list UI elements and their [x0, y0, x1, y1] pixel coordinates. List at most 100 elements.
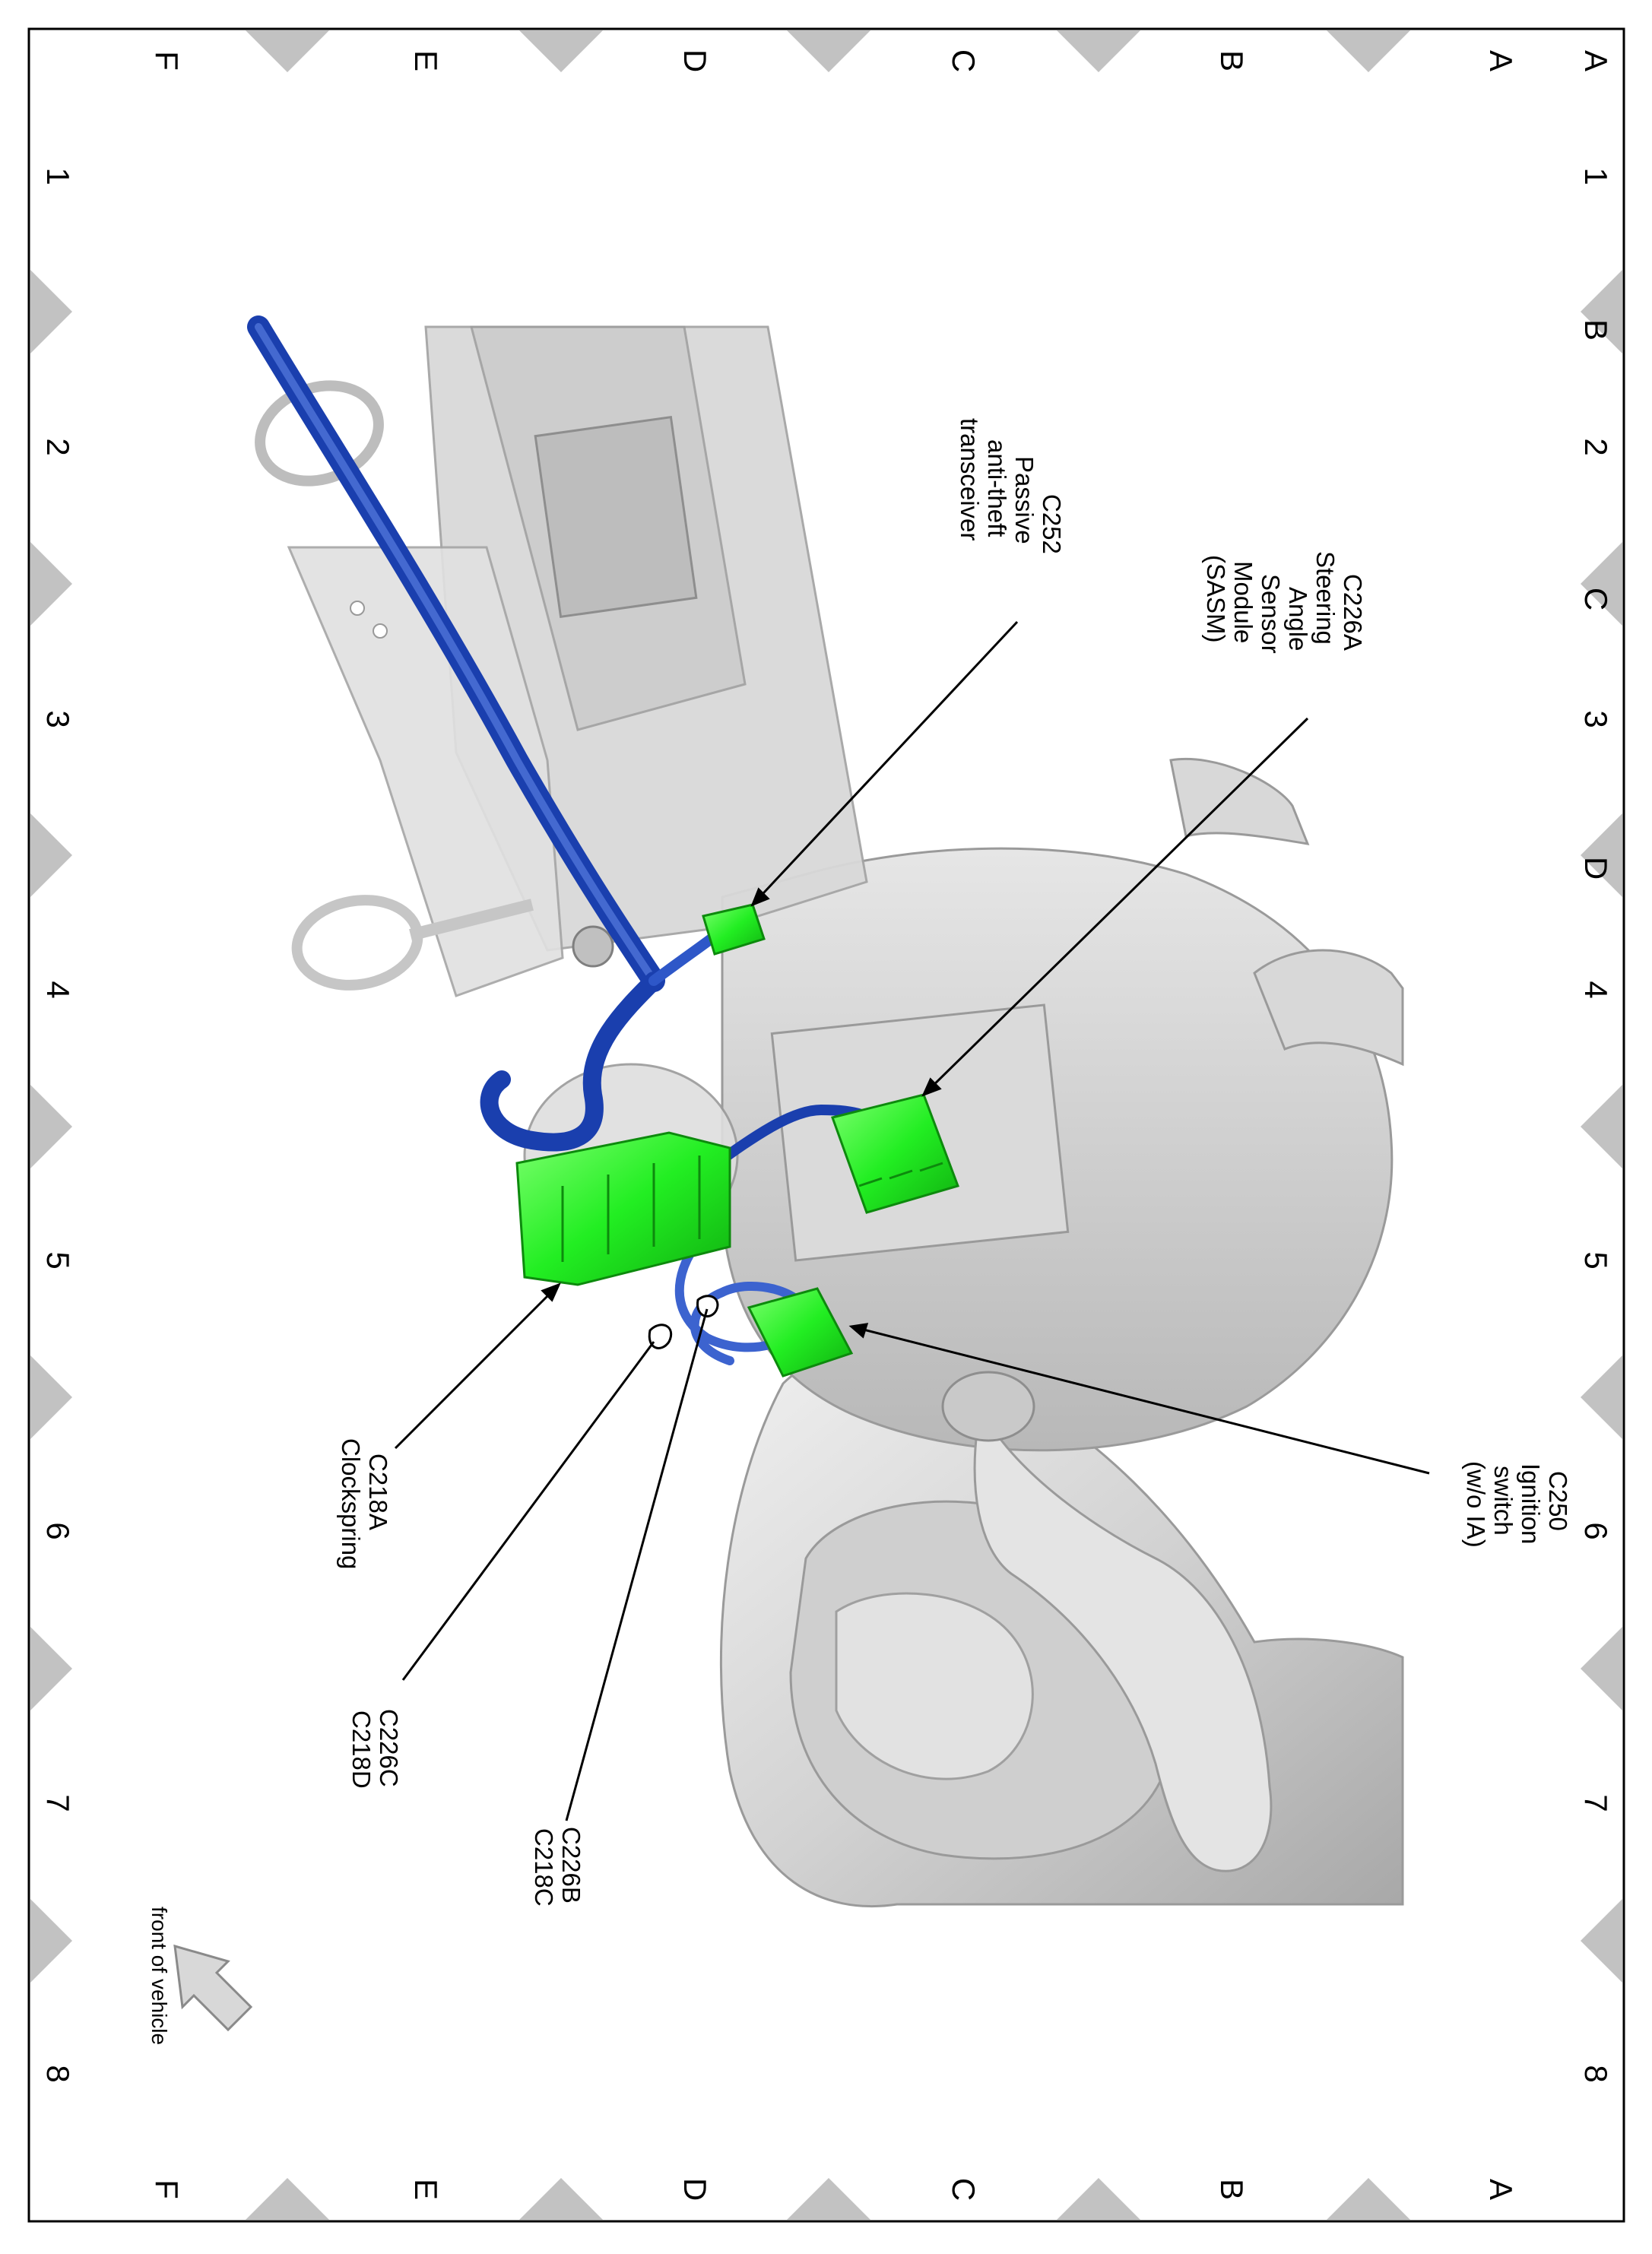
bracket-hole [350, 601, 365, 616]
callout-c250: C250 Ignition switch (w/o IA) [1462, 1461, 1572, 1548]
callout-c252-line-3: anti-theft [983, 439, 1011, 537]
border-triangle-left [30, 1085, 72, 1168]
callout-c250-line-3: switch [1489, 1466, 1517, 1536]
col-label-left-2: 2 [40, 438, 76, 455]
connector-c252 [702, 903, 766, 956]
connector-c226a [831, 1093, 959, 1214]
row-label-bottom-d: D [677, 2178, 713, 2201]
callout-c250-line-2: Ignition [1517, 1463, 1545, 1544]
callout-c226a-line-2: Steering [1311, 551, 1340, 645]
leader-lines [394, 620, 1430, 1821]
border-triangle-bottom [246, 2178, 329, 2220]
border-triangle-right [1581, 1627, 1622, 1710]
ignition-lock-cylinder [941, 1371, 1035, 1442]
col-label-left-3: 3 [40, 710, 76, 728]
row-label-top-e: E [408, 50, 444, 71]
row-label-top-a: A [1483, 50, 1519, 71]
callout-c252-line-2: Passive [1010, 456, 1038, 544]
callout-c226a-line-6: (SASM) [1202, 555, 1230, 643]
border-triangle-right [1581, 542, 1622, 626]
border-triangle-top [1327, 30, 1410, 72]
border-triangle-left [30, 1627, 72, 1710]
border-triangle-left [30, 813, 72, 897]
row-label-bottom-c: C [946, 2178, 981, 2201]
connectors [515, 903, 959, 1377]
arrowhead-c250 [848, 1323, 869, 1339]
connector-c226a-ribs [858, 1162, 943, 1187]
col-label-right-6: 6 [1578, 1522, 1614, 1539]
row-label-bottom-b: B [1214, 2179, 1250, 2200]
row-label-top-c: C [946, 49, 981, 72]
callout-c226a-line-4: Sensor [1257, 574, 1285, 654]
callout-c226b-line-2: C218C [530, 1828, 558, 1907]
col-label-left-1: 1 [40, 167, 76, 185]
column-bracket [287, 546, 564, 997]
border-triangle-left [30, 1899, 72, 1983]
border-triangle-bottom [1057, 2178, 1140, 2220]
border-triangle-right [1581, 1355, 1622, 1439]
col-label-right-3: 3 [1578, 710, 1614, 728]
leader-c226b-c218c [565, 1308, 709, 1821]
callout-c218a-line-2: Clockspring [337, 1438, 365, 1569]
arrowhead-c252 [750, 887, 770, 907]
column-mounting-plate [534, 415, 698, 619]
row-label-bottom-e: E [408, 2179, 444, 2200]
callout-c252-line-4: transceiver [956, 418, 984, 541]
arrowhead-c218a [541, 1282, 561, 1302]
border-triangle-bottom [787, 2178, 870, 2220]
col-label-left-6: 6 [40, 1522, 76, 1539]
release-lever-ring [291, 895, 423, 991]
border-triangle-right [1581, 813, 1622, 897]
callout-c250-line-1: C250 [1544, 1471, 1572, 1531]
border-triangle-right [1581, 1085, 1622, 1168]
row-label-bottom-a: A [1483, 2179, 1519, 2200]
row-label-right-c: C [1578, 588, 1614, 610]
row-label-right-a: A [1578, 50, 1614, 71]
wiring-harness [247, 315, 880, 1365]
col-label-right-8: 8 [1578, 2065, 1614, 2082]
col-label-right-4: 4 [1578, 981, 1614, 998]
multifunction-stalk [1253, 949, 1404, 1067]
row-label-top-f: F [149, 51, 185, 71]
col-label-left-8: 8 [40, 2065, 76, 2082]
connector-c226b-c218c [696, 1295, 719, 1318]
callout-c226c-c218d: C226C C218D [347, 1709, 403, 1789]
border-triangle-left [30, 542, 72, 626]
col-label-left-4: 4 [40, 981, 76, 998]
callout-c252: C252 Passive anti-theft transceiver [956, 418, 1066, 554]
callout-c226a-line-5: Module [1229, 561, 1257, 643]
border-triangle-top [246, 30, 329, 72]
border-triangle-top [519, 30, 603, 72]
border-triangle-left [30, 1355, 72, 1439]
front-of-vehicle-indicator: front of vehicle [147, 1907, 253, 2045]
connector-c226c-c218d [648, 1324, 673, 1349]
steering-wheel-spoke [835, 1592, 1034, 1780]
main-harness-highlight [255, 323, 658, 984]
callout-c226a: C226A Steering Angle Sensor Module (SASM… [1202, 551, 1367, 654]
diagram-frame [27, 27, 1625, 2223]
harness-loop-lower [480, 972, 663, 1152]
col-label-right-2: 2 [1578, 438, 1614, 455]
border-triangle-left [30, 270, 72, 353]
callout-c226c-line-1: C226C [375, 1709, 403, 1787]
row-label-right-d: D [1578, 857, 1614, 880]
leader-c252 [751, 620, 1019, 906]
lower-stalk [973, 1402, 1273, 1872]
leader-c250 [851, 1325, 1430, 1475]
callout-c250-line-4: (w/o IA) [1462, 1461, 1490, 1548]
row-label-right-b: B [1578, 319, 1614, 341]
row-label-bottom-f: F [149, 2180, 185, 2199]
connector-c218a-ribs [561, 1156, 701, 1262]
front-of-vehicle-arrow-icon [173, 1944, 253, 2032]
arrowhead-c226a [921, 1077, 942, 1097]
col-label-right-1: 1 [1578, 167, 1614, 185]
row-label-top-d: D [677, 49, 713, 72]
border-triangle-top [1057, 30, 1140, 72]
release-lever-arm [409, 899, 534, 941]
col-label-left-7: 7 [40, 1794, 76, 1812]
border-triangle-bottom [519, 2178, 603, 2220]
border-triangle-bottom [1327, 2178, 1410, 2220]
leader-c226a [922, 717, 1309, 1096]
